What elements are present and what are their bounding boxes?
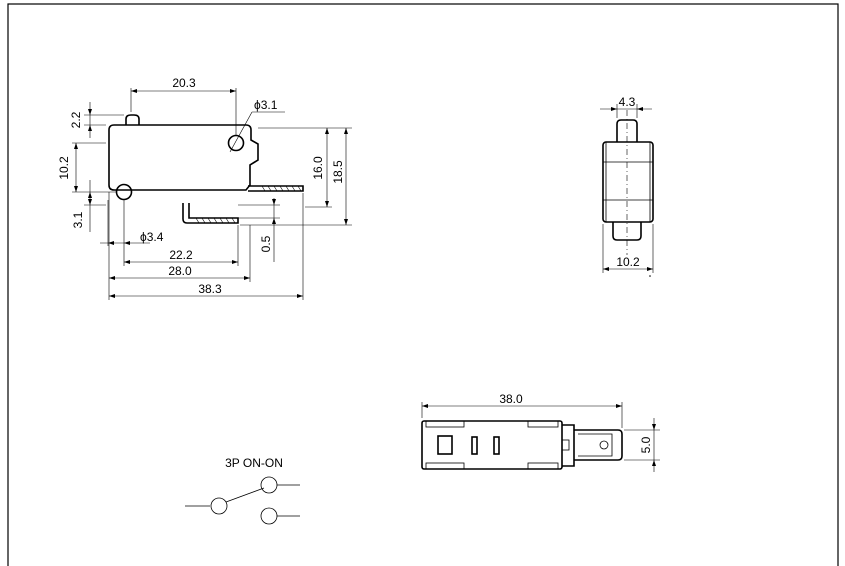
dim-height-18-5: 18.5 — [331, 160, 345, 184]
mounting-hole-top — [227, 134, 245, 152]
switch-schematic: 3P ON-ON — [185, 456, 300, 525]
common-terminal-symbol — [210, 497, 228, 515]
mounting-hole-bottom — [115, 183, 133, 201]
dim-lever-width: 20.3 — [172, 76, 196, 90]
dim-bottom-length: 38.0 — [499, 392, 523, 406]
bottom-neck — [562, 424, 575, 467]
dim-body-length: 28.0 — [168, 264, 192, 278]
dim-terminal-width: 5.0 — [639, 436, 653, 453]
dim-side-width: 10.2 — [616, 255, 640, 269]
dim-terminal-gap: 0.5 — [259, 235, 273, 252]
bottom-view: 38.0 5.0 — [421, 392, 660, 472]
bottom-terminal-tab — [574, 429, 623, 461]
dim-overall-length: 38.3 — [198, 282, 222, 296]
dim-height-16-0: 16.0 — [311, 156, 325, 180]
actuator-lever — [125, 114, 140, 125]
terminal-symbol-lower — [260, 507, 278, 525]
side-view: 4.3 10.2 — [600, 95, 654, 277]
dim-lever-height: 2.2 — [69, 111, 83, 128]
terminal-symbol-upper — [260, 476, 278, 494]
dim-offset-3-1: 3.1 — [71, 211, 85, 228]
terminal-slot-1 — [437, 435, 453, 455]
front-view: 20.3 ϕ3.1 2.2 10.2 3.1 ϕ3.4 0.5 — [57, 76, 352, 300]
dim-span-22-2: 22.2 — [169, 248, 193, 262]
dim-hole-dia-top: ϕ3.1 — [254, 98, 278, 112]
dim-height-10-2: 10.2 — [57, 156, 71, 180]
schematic-label: 3P ON-ON — [225, 456, 283, 470]
terminal-bottom — [182, 203, 239, 224]
drawing-frame — [7, 3, 839, 566]
terminal-slot-3 — [493, 436, 500, 455]
dim-side-top-width: 4.3 — [619, 95, 636, 109]
side-body — [602, 141, 654, 223]
bottom-body — [421, 420, 563, 470]
switch-body-outline — [108, 124, 259, 191]
dim-hole-dia-bottom: ϕ3.4 — [140, 230, 164, 244]
terminal-slot-2 — [471, 436, 478, 455]
terminal-right — [248, 185, 304, 192]
